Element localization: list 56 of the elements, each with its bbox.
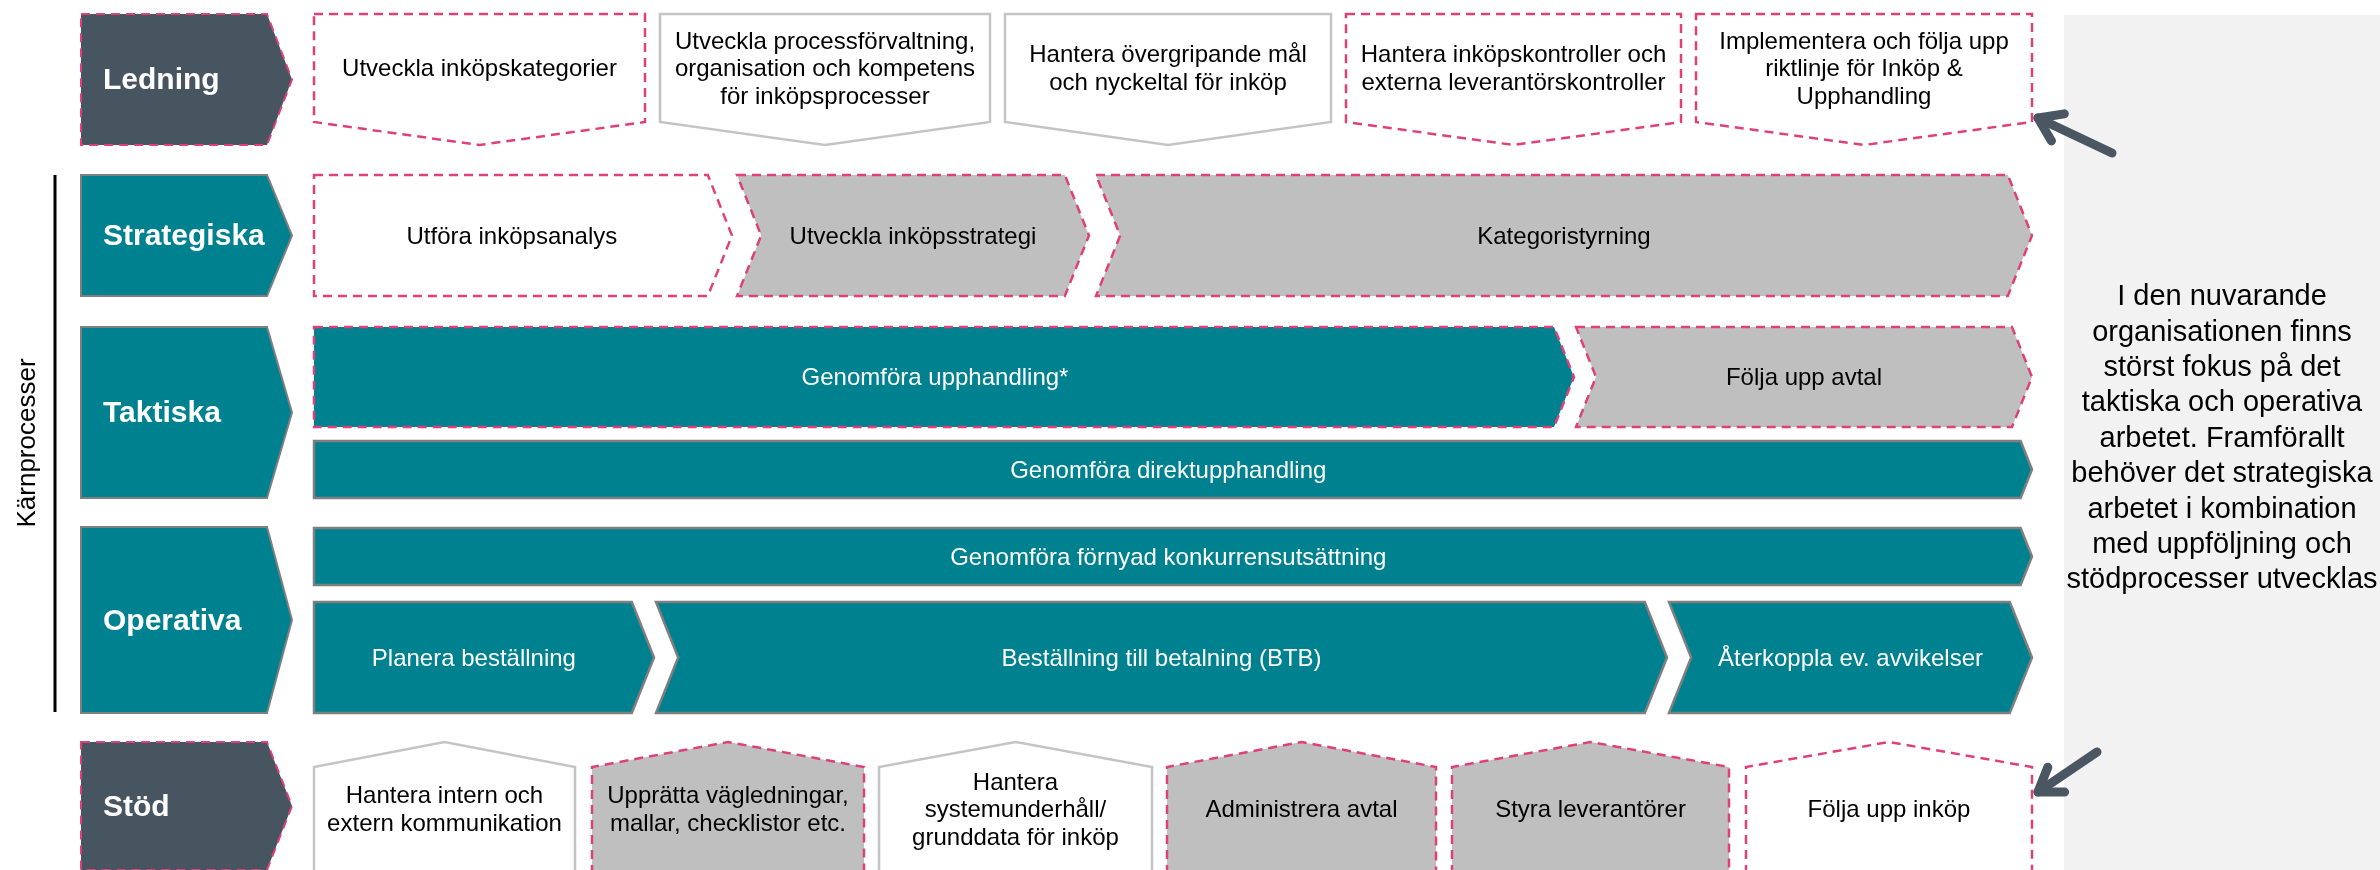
row-header-tab: [81, 327, 292, 498]
step-label: Planera beställning: [371, 643, 576, 672]
process-step-band: [1096, 175, 2032, 296]
process-step-card: [879, 742, 1152, 870]
process-step-band: [1669, 602, 2032, 713]
step-label: Utveckla processförvaltning, organisation och kompetens för inköpsprocesser: [673, 26, 977, 110]
step-label: Hantera intern och extern kommunikation: [326, 781, 563, 837]
row-title: Ledning: [103, 62, 220, 97]
step-label: Styra leverantörer: [1495, 795, 1686, 823]
process-step-card: [314, 14, 645, 145]
process-step-card: [1452, 742, 1729, 870]
process-step-band: [314, 441, 2032, 498]
row-header-tab: [81, 175, 292, 296]
process-step-card: [1167, 742, 1436, 870]
note-text: I den nuvarande organisationen finns störst fokus på det taktiska och operativa arbetet. Framförallt behöver det strategiska arbetet i kombination med uppföljning och stödprocesser utvecklas: [2065, 278, 2379, 597]
step-label: Hantera systemunderhåll/ grunddata för inköp: [911, 767, 1120, 851]
process-step-card: [1346, 14, 1681, 145]
step-label: Implementera och följa upp riktlinje för Inköp & Upphandling: [1718, 26, 2010, 110]
arrow: [2033, 747, 2102, 797]
process-step-card: [660, 14, 990, 145]
step-label: Beställning till betalning (BTB): [1001, 643, 1322, 672]
step-label: Genomföra förnyad konkurrensutsättning: [950, 542, 1387, 571]
row-header-tab: [81, 14, 292, 145]
step-label: Följa upp avtal: [1725, 363, 1883, 391]
arrow: [2033, 109, 2117, 158]
row-header-tab: [81, 742, 292, 870]
step-label: Utföra inköpsanalys: [406, 221, 618, 250]
process-step-card: [592, 742, 864, 870]
process-step-card: [1696, 14, 2032, 145]
process-step-band: [737, 175, 1089, 296]
process-step-card: [314, 742, 575, 870]
process-step-band: [314, 175, 732, 296]
step-label: Upprätta vägledningar, mallar, checklistor etc.: [606, 781, 850, 837]
step-label: Utveckla inköpskategorier: [342, 54, 617, 82]
step-label: Utveckla inköpsstrategi: [789, 221, 1037, 250]
process-step-band: [314, 327, 1574, 427]
step-label: Kategoristyrning: [1477, 221, 1651, 250]
process-step-band: [314, 602, 654, 713]
step-label: Genomföra direktupphandling: [1010, 455, 1327, 484]
row-header-tab: [81, 527, 292, 713]
row-title: Operativa: [103, 602, 242, 638]
process-step-band: [1576, 327, 2032, 427]
row-title: Taktiska: [103, 395, 221, 430]
step-label: Återkoppla ev. avvikelser: [1717, 643, 1983, 672]
step-label: Följa upp inköp: [1807, 795, 1971, 823]
row-title: Strategiska: [103, 218, 265, 253]
row-title: Stöd: [103, 788, 170, 824]
process-step-band: [314, 528, 2032, 585]
process-step-card: [1005, 14, 1331, 145]
note-panel: [2064, 15, 2380, 870]
group-label: Kärnprocesser: [10, 358, 42, 528]
step-label: Hantera inköpskontroller och externa leverantörskontroller: [1359, 40, 1668, 96]
step-label: Genomföra upphandling*: [801, 363, 1069, 391]
step-label: Administrera avtal: [1205, 795, 1398, 823]
step-label: Hantera övergripande mål och nyckeltal för inköp: [1028, 40, 1308, 96]
process-step-card: [1746, 742, 2032, 870]
